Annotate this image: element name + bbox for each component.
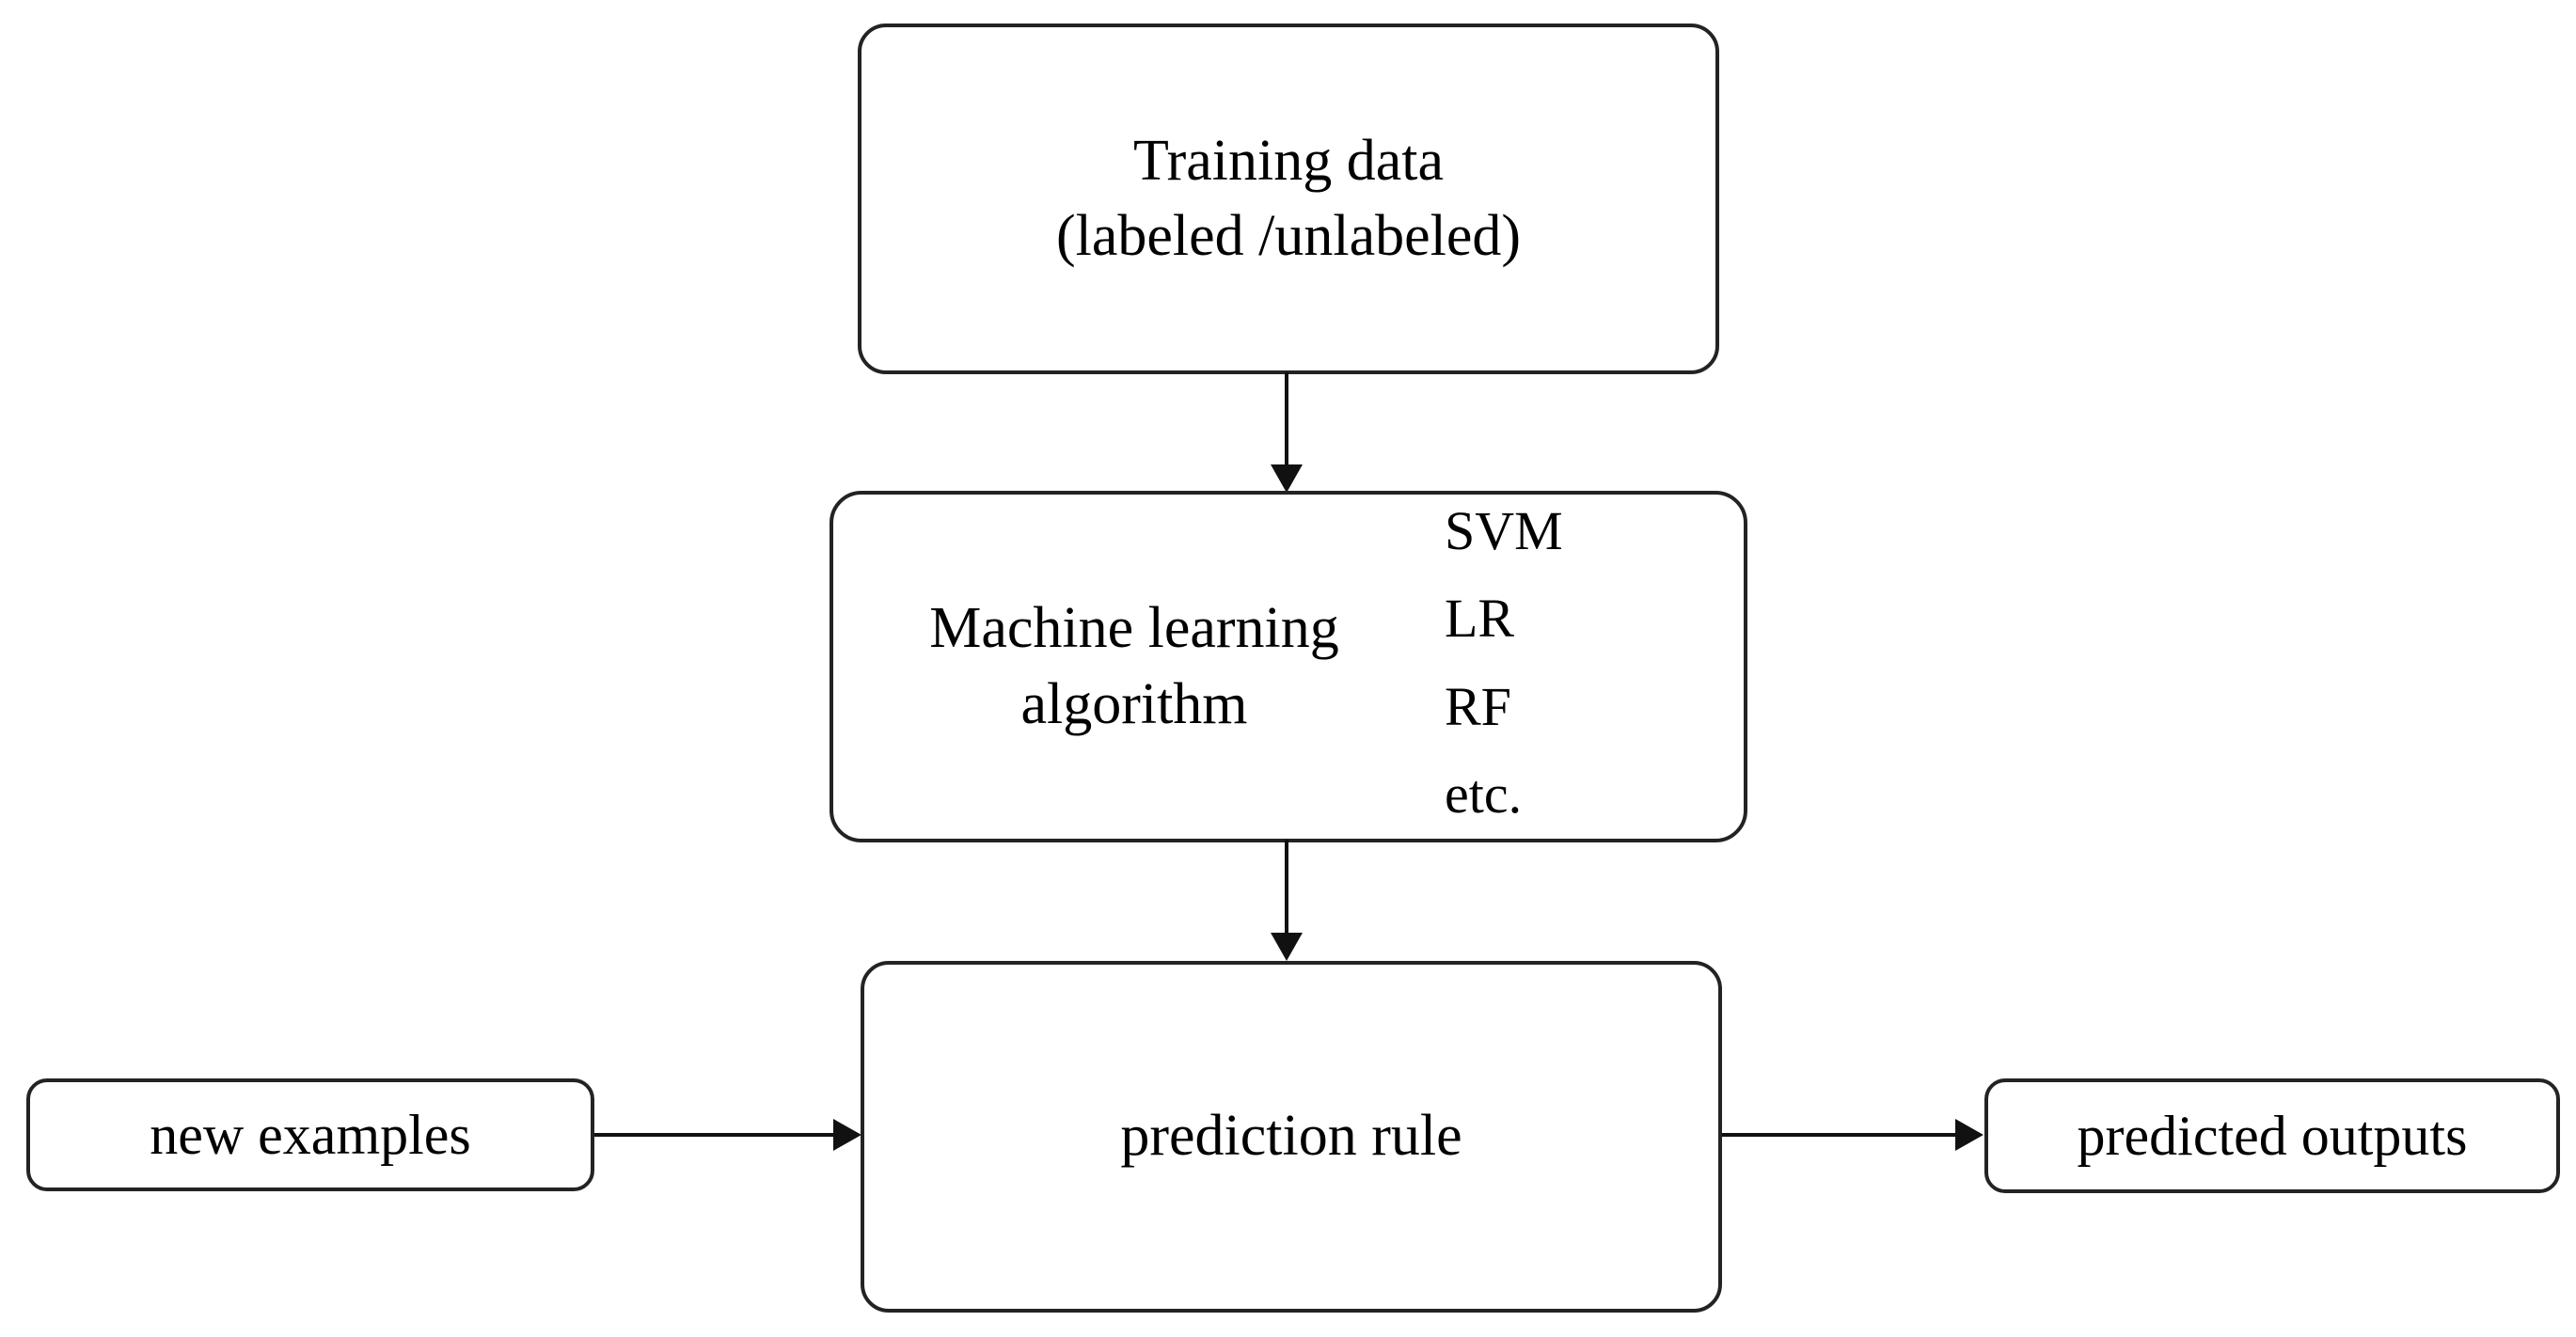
- connector-new-examples-to-prediction-rule: [594, 1133, 837, 1137]
- node-ml-algorithm-text: Machine learning algorithm: [833, 495, 1426, 839]
- node-ml-algorithm-line2: algorithm: [1020, 672, 1248, 736]
- algorithm-item-rf: RF: [1445, 675, 1511, 737]
- algorithm-item-etc: etc.: [1445, 763, 1523, 825]
- node-predicted-outputs-label: predicted outputs: [2077, 1104, 2468, 1167]
- node-ml-algorithm[interactable]: Machine learning algorithm SVM LR RF etc…: [830, 491, 1747, 842]
- node-prediction-rule[interactable]: prediction rule: [861, 961, 1722, 1313]
- arrowhead-right-icon: [833, 1119, 861, 1151]
- node-training-data-line2: (labeled /unlabeled): [1055, 203, 1522, 268]
- node-training-data-text: Training data (labeled /unlabeled): [1056, 124, 1521, 274]
- connector-ml-algorithm-to-prediction-rule: [1285, 840, 1288, 934]
- node-training-data[interactable]: Training data (labeled /unlabeled): [858, 24, 1719, 374]
- connector-training-data-to-ml-algorithm: [1285, 372, 1288, 470]
- node-ml-algorithm-line1: Machine learning: [929, 596, 1339, 661]
- arrowhead-down-icon: [1271, 464, 1303, 493]
- node-training-data-line1: Training data: [1132, 129, 1445, 194]
- algorithm-list: SVM LR RF etc.: [1426, 495, 1744, 839]
- connector-prediction-rule-to-predicted-outputs: [1722, 1133, 1959, 1137]
- node-ml-algorithm-inner: Machine learning algorithm SVM LR RF etc…: [833, 495, 1744, 839]
- node-predicted-outputs[interactable]: predicted outputs: [1984, 1078, 2560, 1193]
- arrowhead-down-icon: [1271, 933, 1303, 961]
- algorithm-item-lr: LR: [1445, 588, 1515, 650]
- arrowhead-right-icon: [1955, 1119, 1983, 1151]
- algorithm-item-svm: SVM: [1445, 500, 1563, 561]
- node-prediction-rule-label: prediction rule: [1120, 1104, 1462, 1169]
- node-new-examples-label: new examples: [150, 1103, 471, 1166]
- node-new-examples[interactable]: new examples: [26, 1078, 594, 1191]
